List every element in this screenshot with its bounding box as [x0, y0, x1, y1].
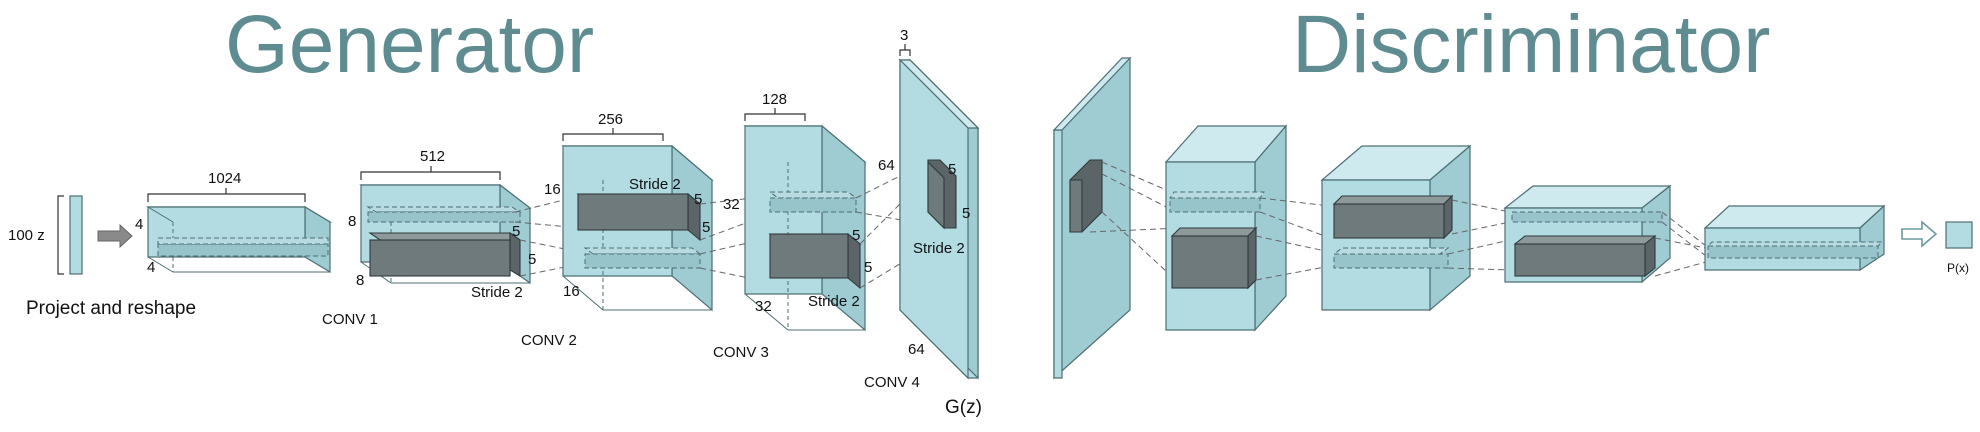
gz-label: G(z) — [945, 397, 982, 418]
conv4-output-image — [898, 58, 980, 380]
conv1-h-label: 8 — [348, 213, 356, 230]
conv1-kernel-b-label: 5 — [528, 251, 536, 268]
conv3-block — [743, 124, 867, 332]
conv1-name: CONV 1 — [322, 311, 378, 328]
input-z-vector: 100 z — [8, 195, 83, 275]
discriminator-block-1 — [1164, 124, 1288, 332]
conv2-block — [561, 144, 714, 312]
project-h-label: 4 — [135, 216, 143, 233]
discriminator-title: Discriminator — [1292, 0, 1770, 90]
project-block — [145, 205, 333, 274]
arrow-icon — [97, 223, 133, 249]
output-arrow-icon — [1901, 220, 1938, 248]
conv2-width-label: 256 — [598, 111, 623, 128]
conv4-name: CONV 4 — [864, 374, 920, 391]
conv4-kernel-b-label: 5 — [962, 205, 970, 222]
discriminator-block-2 — [1320, 144, 1472, 312]
discriminator-block-3 — [1503, 184, 1672, 284]
conv3-h-label: 32 — [723, 196, 740, 213]
project-d-label: 4 — [147, 259, 155, 276]
d1-to-d2-lines — [1255, 197, 1331, 281]
generator-title: Generator — [225, 0, 594, 90]
conv3-name: CONV 3 — [713, 344, 769, 361]
conv4-h-label: 64 — [878, 157, 895, 174]
conv3-width-brace — [744, 108, 806, 121]
discriminator-input-image — [1052, 56, 1132, 380]
conv1-kernel-a-label: 5 — [512, 223, 520, 240]
project-width-brace — [147, 188, 306, 202]
d3-to-d4-lines — [1654, 211, 1707, 277]
conv2-width-brace — [562, 128, 664, 141]
conv1-width-label: 512 — [420, 148, 445, 165]
conv1-width-brace — [360, 166, 501, 180]
conv2-d-label: 16 — [563, 283, 580, 300]
project-reshape-label: Project and reshape — [26, 298, 196, 319]
conv3-kernel-a-label: 5 — [852, 227, 860, 244]
px-label: P(x) — [1947, 261, 1969, 275]
conv1-block — [359, 183, 532, 285]
conv4-width-label: 3 — [900, 27, 908, 44]
conv4-d-label: 64 — [908, 341, 925, 358]
conv2-stride-label: Stride 2 — [629, 176, 681, 193]
discriminator-block-4 — [1703, 204, 1886, 272]
conv3-kernel-b-label: 5 — [864, 259, 872, 276]
conv2-kernel-a-label: 5 — [694, 191, 702, 208]
conv4-kernel-a-label: 5 — [948, 161, 956, 178]
conv2-name: CONV 2 — [521, 332, 577, 349]
conv3-d-label: 32 — [755, 298, 772, 315]
px-output-box — [1945, 221, 1973, 249]
input-z-label: 100 z — [8, 227, 45, 244]
project-width-label: 1024 — [208, 170, 241, 187]
conv1-stride-label: Stride 2 — [471, 284, 523, 301]
conv2-kernel-b-label: 5 — [702, 219, 710, 236]
conv4-width-brace — [899, 44, 911, 56]
d2-to-d3-lines — [1447, 199, 1511, 271]
conv3-stride-label: Stride 2 — [808, 293, 860, 310]
conv4-stride-label: Stride 2 — [913, 240, 965, 257]
conv3-width-label: 128 — [762, 91, 787, 108]
conv2-h-label: 16 — [544, 181, 561, 198]
conv1-d-label: 8 — [356, 272, 364, 289]
